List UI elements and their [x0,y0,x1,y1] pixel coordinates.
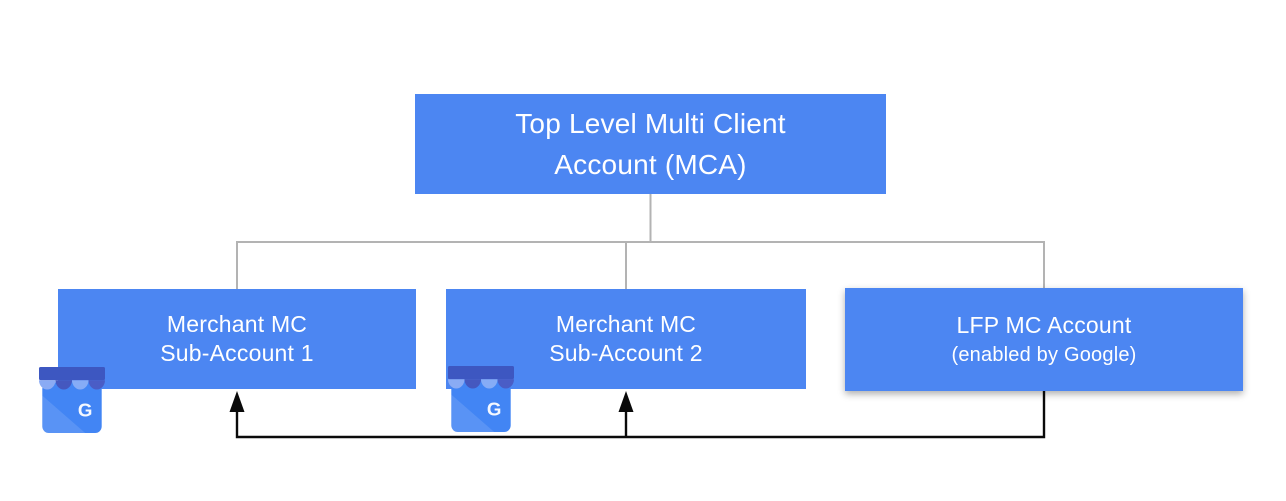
node-top-level-mca: Top Level Multi Client Account (MCA) [415,94,886,194]
node-label-line: Sub-Account 2 [549,340,703,366]
node-label-line: (enabled by Google) [951,343,1137,366]
storefront-body [451,381,511,432]
node-label-line: Account (MCA) [554,149,747,180]
arrowhead-into-sub-account-2 [618,391,634,412]
google-business-profile-storefront-icon: G [448,366,514,432]
node-merchant-sub-account-1: Merchant MC Sub-Account 1 [58,289,416,389]
google-g-letter: G [487,399,502,420]
awning-top-bar [39,367,105,381]
tree-connector-lines [236,194,1045,289]
lfp-to-subaccounts-arrow-line [235,391,1046,439]
awning-scallop [497,379,514,389]
awning-scallop [88,380,106,390]
storefront-body [42,382,102,433]
awning-top-bar [448,366,514,380]
node-lfp-mc-account: LFP MC Account (enabled by Google) [845,288,1243,391]
google-g-letter: G [78,400,93,421]
google-business-profile-storefront-icon: G [39,367,106,433]
node-label-line: Sub-Account 1 [160,340,314,366]
awning-scallop [464,379,481,389]
node-label-line: Merchant MC [166,310,308,337]
node-label-line: LFP MC Account [956,311,1132,338]
awning-scallop [39,380,56,390]
awning-scallop [448,379,465,389]
node-label-line: Merchant MC [555,310,697,337]
awning-scallop [55,380,72,390]
node-label-line: Top Level Multi Client [515,108,786,139]
awning-scallop [481,379,498,389]
awning-scallop [72,380,89,390]
arrowhead-into-sub-account-1 [229,391,245,412]
